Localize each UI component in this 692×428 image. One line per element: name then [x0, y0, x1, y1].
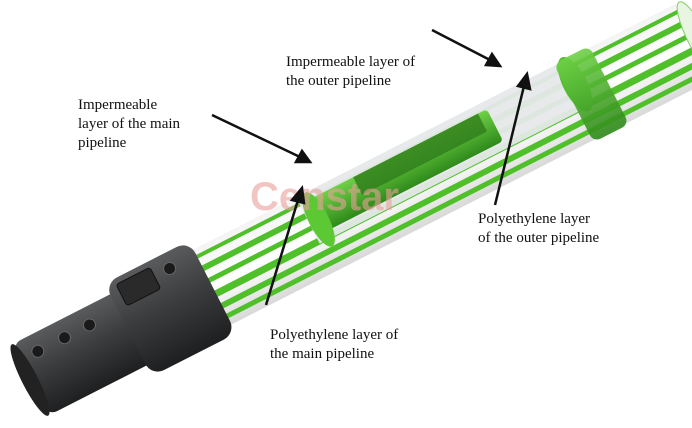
outer-pipe: [146, 1, 692, 348]
label-outer-polyethylene-layer: Polyethylene layer of the outer pipeline: [478, 211, 600, 246]
arrows: [211, 28, 532, 306]
fitting-logo-plate: [116, 267, 161, 306]
label-outer-impermeable-layer: Impermeable layer of the outer pipeline: [286, 54, 416, 89]
ring-main: [302, 192, 335, 247]
label-main-polyethylene-layer: Polyethylene layer of the main pipeline: [270, 327, 399, 362]
electrofusion-fitting: [10, 245, 232, 416]
label-main-impermeable-layer: Impermeable layer of the main pipeline: [78, 97, 181, 151]
watermark: Censtar: [250, 175, 399, 219]
